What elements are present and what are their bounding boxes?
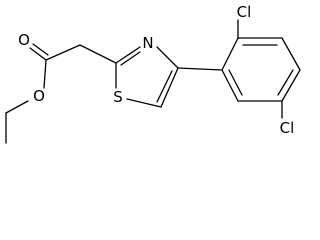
thiazole-sulfur-label: S [113,88,123,106]
ortho-chlorine-label: Cl [237,3,252,21]
thiazole-c5-s1-bond [126,98,162,108]
thiazole-nitrogen-label: N [142,34,153,52]
phenyl-c3-c4-bond [281,37,301,71]
chemical-structure: O O N S Cl Cl [5,3,301,144]
ch2-thiazole-bond [79,44,117,64]
ethyl-ch2-oxygen-bond [5,100,29,114]
ester-oxygen-label: O [33,87,45,105]
thiazole-phenyl-bond [177,67,223,71]
carbonyl-double-bond-outer [29,47,47,61]
carbonyl-ch2-bond [45,44,81,61]
phenyl-inner-double-bond-b [277,69,294,96]
ester-oxygen-carbonyl-bond [43,59,47,89]
carbonyl-double-bond-inner [32,43,49,56]
phenyl-c1-c2-bond [221,37,239,71]
thiazole-n3-c4-bond [156,46,179,69]
phenyl-inner-double-bond-c [228,69,243,96]
thiazole-c2-n3-double-bond-outer [115,46,141,64]
phenyl-c6-c1-bond [221,69,239,102]
meta-chlorine-label: Cl [280,119,295,137]
phenyl-c4-c5-bond [281,69,301,102]
thiazole-c4-c5-double-bond-inner [156,70,173,103]
thiazole-c4-c5-double-bond-outer [160,67,179,108]
thiazole-c2-n3-double-bond-inner [120,51,141,66]
carbonyl-oxygen-label: O [18,31,30,49]
